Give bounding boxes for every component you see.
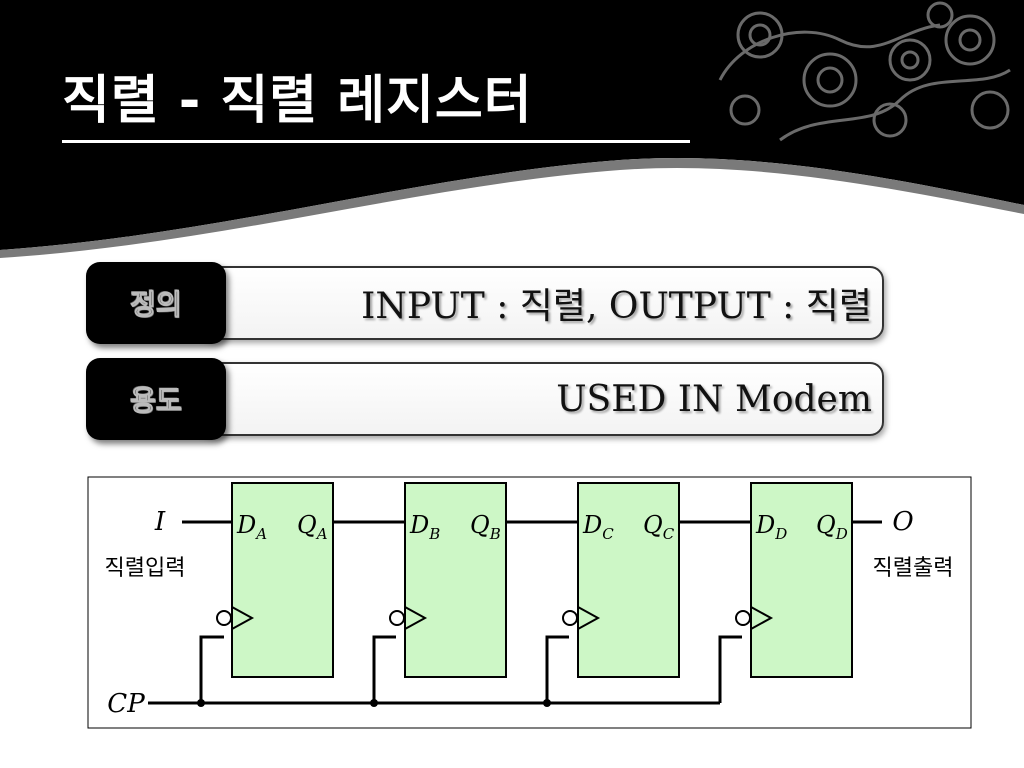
clock-triangle: [231, 606, 255, 630]
slide-title: 직렬 - 직렬 레지스터: [62, 71, 533, 131]
output-signal-label: O: [892, 507, 913, 537]
d-input-label: DA: [236, 511, 267, 543]
d-input-label: DB: [409, 511, 440, 543]
q-output-label: QA: [297, 511, 328, 543]
flipflop-3: DC QC: [562, 482, 680, 678]
flipflop-1: DA QA: [216, 482, 334, 678]
q-output-label: QC: [643, 511, 675, 543]
flipflop-body: [750, 482, 853, 678]
swirl-ornament: [718, 1, 1011, 142]
definition-row: 정의 INPUT : 직렬, OUTPUT : 직렬: [86, 262, 886, 344]
d-input-label: DD: [755, 511, 787, 543]
clock-triangle: [577, 606, 601, 630]
clock-label: CP: [107, 689, 145, 719]
usage-panel: [196, 362, 884, 436]
clock-inversion-bubble: [389, 610, 405, 626]
clock-triangle: [750, 606, 774, 630]
input-signal-label: I: [154, 507, 166, 537]
q-output-label: QD: [816, 511, 848, 543]
flipflop-body: [577, 482, 680, 678]
flipflop-body: [404, 482, 507, 678]
usage-row: 용도 USED IN Modem: [86, 358, 886, 440]
clock-triangle: [404, 606, 428, 630]
definition-panel: [196, 266, 884, 340]
clock-junctions: [197, 699, 551, 707]
clock-inversion-bubble: [562, 610, 578, 626]
flipflop-body: [231, 482, 334, 678]
definition-label-box: 정의: [86, 262, 226, 344]
flipflop-2: DB QB: [389, 482, 507, 678]
clock-inversion-bubble: [216, 610, 232, 626]
output-caption: 직렬출력: [873, 556, 954, 581]
d-input-label: DC: [582, 511, 614, 543]
input-caption: 직렬입력: [105, 556, 186, 581]
flipflop-4: DD QD: [735, 482, 853, 678]
usage-label-box: 용도: [86, 358, 226, 440]
usage-text: USED IN Modem: [556, 378, 872, 420]
definition-label: 정의: [130, 288, 183, 322]
usage-label: 용도: [130, 384, 183, 418]
header-background: [0, 0, 1024, 258]
definition-text: INPUT : 직렬, OUTPUT : 직렬: [361, 286, 872, 327]
title-underline: [62, 140, 690, 143]
circuit-wires: [148, 520, 882, 705]
q-output-label: QB: [470, 511, 501, 543]
clock-inversion-bubble: [735, 610, 751, 626]
